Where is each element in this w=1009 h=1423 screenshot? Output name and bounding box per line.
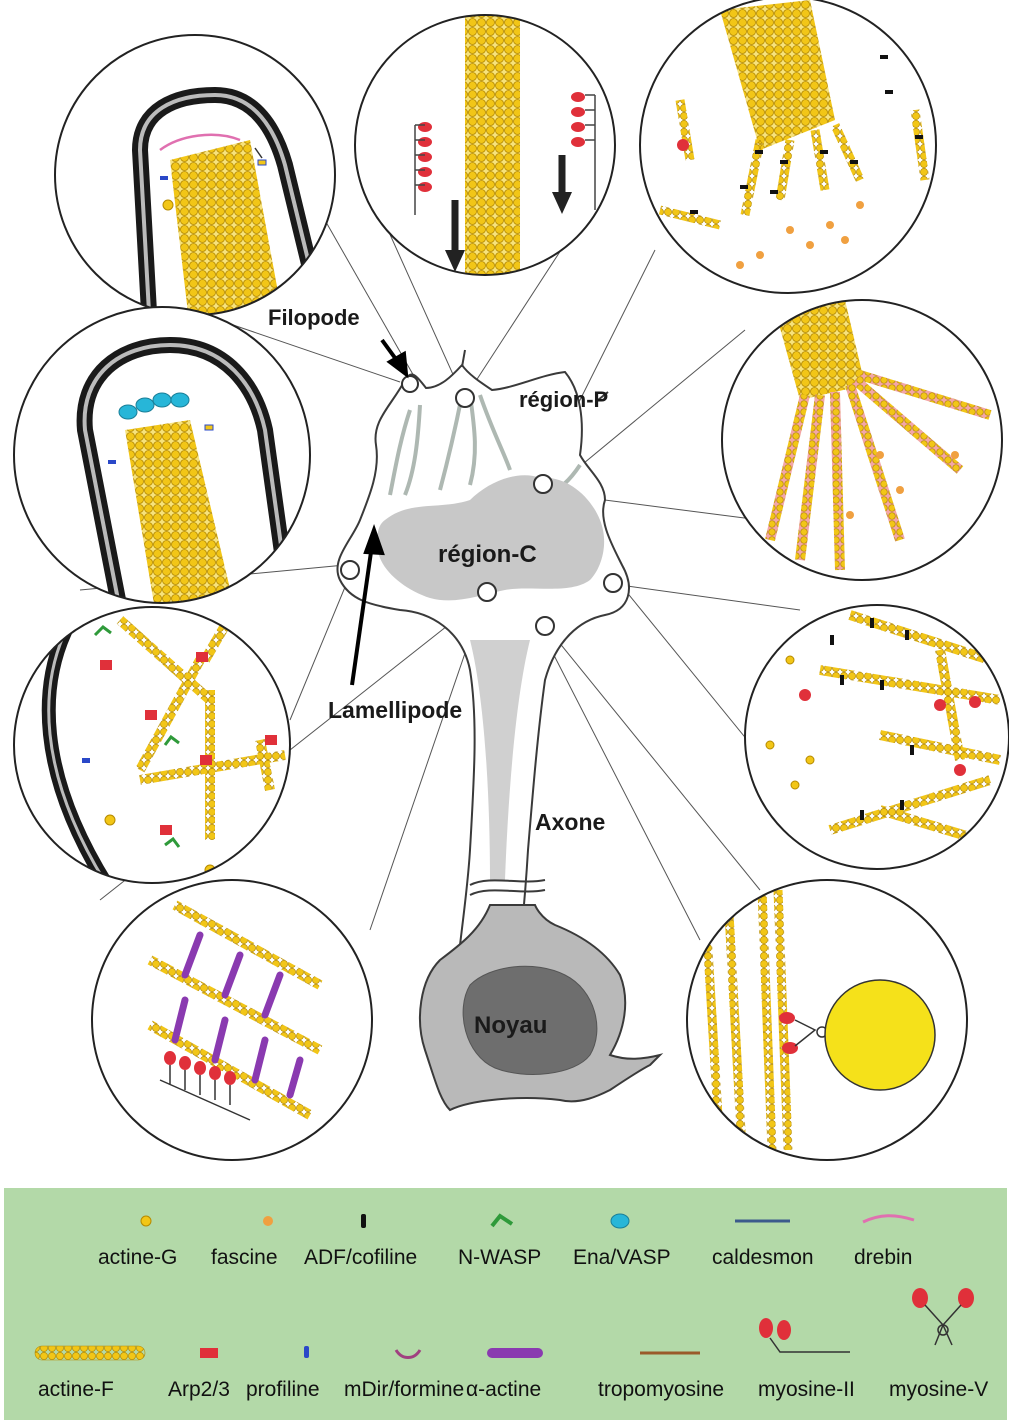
label-noyau: Noyau [474,1012,547,1039]
legend-label-profiline: profiline [246,1378,320,1401]
legend-label-actine-f: actine-F [38,1378,114,1401]
legend: actine-G fascine ADF/cofiline N-WASP Ena… [4,1188,1007,1420]
zoom-filopode-tip [55,35,335,330]
zoom-fascin-bundle [722,300,1002,580]
ena-vasp-icon [611,1214,629,1228]
alpha-actine-icon [487,1348,543,1358]
zoom-myosin-v-transport [687,880,967,1160]
legend-label-actine-g: actine-G [98,1246,177,1269]
legend-label-alpha-actine: α-actine [466,1378,541,1401]
legend-label-fascine: fascine [211,1246,278,1269]
legend-label-n-wasp: N-WASP [458,1246,541,1269]
profiline-icon [304,1346,309,1358]
zoom-alpha-actinin-network [92,880,372,1160]
zoom-lamellipodium-network [14,600,290,890]
actine-f-icon [35,1346,145,1360]
legend-label-caldesmon: caldesmon [712,1246,814,1269]
label-filopode: Filopode [268,305,360,330]
adf-cofiline-icon [361,1214,366,1228]
zoom-ena-vasp-tip [14,307,310,610]
label-region-p: région-P [519,387,608,412]
zoom-branched-cofilin [745,605,1009,869]
legend-label-tropomyosine: tropomyosine [598,1378,724,1401]
legend-label-adf-cofiline: ADF/cofiline [304,1246,417,1269]
label-region-c: région-C [438,541,537,568]
actine-g-icon [141,1216,151,1226]
legend-label-ena-vasp: Ena/VASP [573,1246,671,1269]
filopode-arrow [382,340,406,374]
label-lamellipode: Lamellipode [328,697,462,723]
legend-label-mdia-formine: mDir/formine [344,1378,464,1401]
legend-label-arp23: Arp2/3 [168,1378,230,1401]
legend-label-myosine-v: myosine-V [889,1378,988,1401]
arp23-icon [200,1348,218,1358]
zoom-bundle-myosin [355,10,615,290]
label-axone: Axone [535,809,605,835]
legend-label-myosine-ii: myosine-II [758,1378,855,1401]
fascine-icon [263,1216,273,1226]
legend-label-drebin: drebin [854,1246,912,1269]
zoom-cofilin-severing [640,0,936,293]
neuron-cell [337,340,660,1110]
